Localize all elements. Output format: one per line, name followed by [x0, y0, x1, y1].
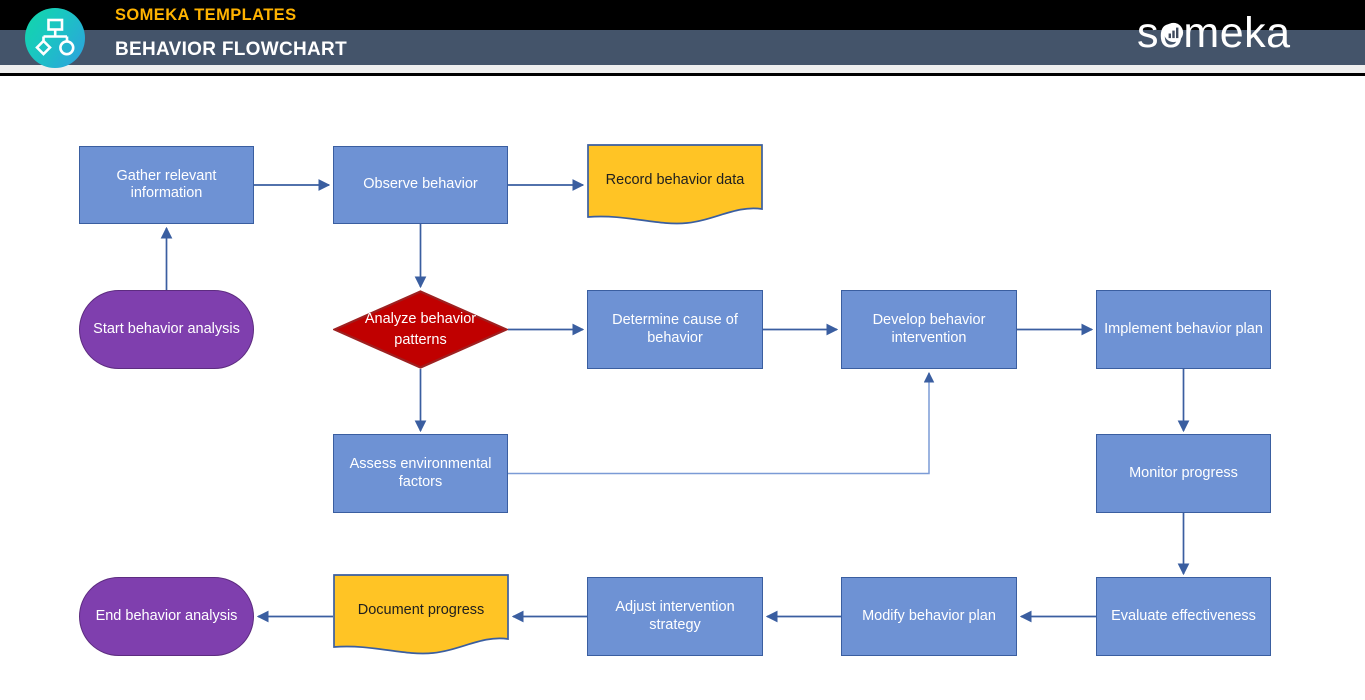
node-label: Record behavior data — [605, 172, 745, 189]
flowchart-canvas: Start behavior analysis Gather relevant … — [0, 76, 1365, 700]
node-determine-cause-of-behavior[interactable]: Determine cause of behavior — [587, 290, 763, 369]
someka-logo: someka — [1137, 11, 1337, 59]
node-label: Analyze behavior patterns — [364, 310, 477, 348]
node-monitor-progress[interactable]: Monitor progress — [1096, 434, 1271, 513]
node-label: Observe behavior — [363, 176, 478, 193]
node-label: Determine cause of behavior — [612, 312, 738, 346]
node-observe-behavior[interactable]: Observe behavior — [333, 146, 508, 224]
node-label: Assess environmental factors — [349, 456, 492, 490]
node-adjust-intervention-strategy[interactable]: Adjust intervention strategy — [587, 577, 763, 656]
node-label: Gather relevant information — [116, 167, 217, 201]
node-evaluate-effectiveness[interactable]: Evaluate effectiveness — [1096, 577, 1271, 656]
node-label: Monitor progress — [1129, 464, 1238, 481]
node-start[interactable]: Start behavior analysis — [79, 290, 254, 369]
svg-text:someka: someka — [1137, 11, 1291, 57]
node-gather-relevant-information[interactable]: Gather relevant information — [79, 146, 254, 224]
node-label: Document progress — [357, 602, 485, 619]
node-label: Adjust intervention strategy — [615, 599, 735, 633]
node-develop-behavior-intervention[interactable]: Develop behavior intervention — [841, 290, 1017, 369]
top-black-bar — [0, 0, 1365, 30]
edge-assess-develop — [508, 371, 935, 475]
node-analyze-behavior-patterns[interactable]: Analyze behavior patterns — [333, 290, 508, 369]
node-document-progress[interactable]: Document progress — [333, 574, 509, 657]
flowchart-icon — [25, 8, 85, 68]
node-end[interactable]: End behavior analysis — [79, 577, 254, 656]
node-modify-behavior-plan[interactable]: Modify behavior plan — [841, 577, 1017, 656]
header-bar — [0, 30, 1365, 65]
node-label: Evaluate effectiveness — [1111, 607, 1256, 624]
node-label: End behavior analysis — [95, 607, 238, 624]
node-label: Modify behavior plan — [862, 607, 996, 624]
connector-layer — [160, 179, 1190, 623]
node-assess-environmental-factors[interactable]: Assess environmental factors — [333, 434, 508, 513]
node-label: Start behavior analysis — [93, 320, 240, 337]
header-black-rule — [0, 73, 1365, 76]
templates-label: SOMEKA TEMPLATES — [115, 6, 297, 24]
page-title: BEHAVIOR FLOWCHART — [115, 39, 347, 60]
node-label: Develop behavior intervention — [872, 312, 986, 346]
node-implement-behavior-plan[interactable]: Implement behavior plan — [1096, 290, 1271, 369]
node-label: Implement behavior plan — [1104, 320, 1263, 337]
node-record-behavior-data[interactable]: Record behavior data — [587, 144, 763, 227]
header-gray-strip — [0, 65, 1365, 73]
